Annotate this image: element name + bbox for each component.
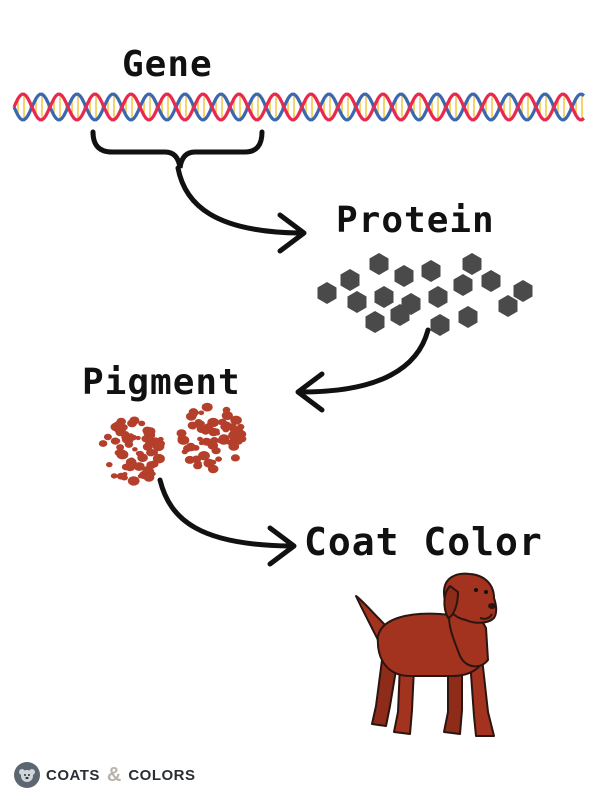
pigment-granule — [149, 460, 159, 468]
pigment-granule — [106, 462, 113, 468]
pigment-granule — [138, 420, 146, 427]
pigment-granule — [215, 431, 221, 436]
pigment-granule — [141, 435, 151, 443]
protein-molecule — [390, 304, 410, 326]
pigment-granule — [121, 434, 127, 440]
protein-molecule — [513, 280, 533, 302]
pigment-granule — [115, 429, 125, 437]
dog-icon — [355, 572, 498, 737]
protein-molecule — [347, 291, 367, 313]
brand-name-left: COATS — [46, 766, 100, 784]
pigment-granule — [195, 460, 202, 466]
pigment-granule — [142, 426, 153, 435]
protein-molecule — [394, 265, 414, 287]
protein-molecule — [462, 253, 482, 275]
pigment-granule — [124, 440, 134, 448]
pigment-granule — [152, 441, 165, 452]
pigment-granule — [203, 458, 215, 468]
pigment-granule — [226, 439, 234, 446]
pigment-granule — [211, 447, 221, 455]
pigment-granule — [230, 415, 242, 425]
pigment-granule — [235, 434, 246, 442]
pigment-granule — [116, 449, 129, 460]
arrow-pigment-to-coat — [157, 477, 293, 549]
pigment-granule — [177, 435, 190, 445]
pigment-granule — [126, 433, 135, 440]
pigment-granule — [124, 462, 136, 472]
protein-molecule — [430, 314, 450, 336]
pigment-granule — [152, 437, 159, 443]
pigment-label: Pigment — [82, 362, 241, 403]
brand-ampersand: & — [106, 763, 122, 786]
pigment-granule — [143, 473, 155, 482]
pigment-granule — [110, 473, 118, 479]
pigment-granule — [133, 462, 145, 471]
pigment-granule — [181, 449, 188, 455]
arrow-gene-to-protein — [175, 165, 303, 236]
protein-cluster-icon — [317, 253, 533, 336]
pigment-granule — [186, 443, 197, 452]
pigment-granule — [222, 406, 231, 413]
gene-bracket — [90, 129, 265, 169]
pigment-granule — [176, 429, 187, 438]
dna-helix-icon — [12, 92, 585, 122]
protein-molecule — [340, 269, 360, 291]
pigment-granule — [187, 421, 198, 430]
pigment-granule — [184, 455, 195, 464]
pigment-granule — [116, 472, 126, 480]
pigment-granule — [215, 456, 223, 462]
pigment-granule — [103, 433, 112, 441]
dna-strand-red — [12, 92, 585, 122]
protein-molecule — [369, 253, 389, 275]
pigment-granule — [201, 427, 211, 435]
pigment-granule — [225, 413, 233, 420]
pigment-granule — [220, 423, 229, 431]
pigment-granule — [201, 402, 213, 412]
coat-color-label: Coat Color — [304, 520, 543, 564]
pigment-granule — [201, 437, 212, 446]
arrow-protein-to-pigment — [299, 327, 431, 395]
pigment-granule — [132, 447, 138, 452]
pigment-granule — [197, 436, 203, 442]
pigment-granule — [127, 476, 140, 486]
protein-molecule — [481, 270, 501, 292]
pigment-granule — [113, 421, 125, 430]
protein-molecule — [498, 295, 518, 317]
pigment-granule — [221, 434, 230, 442]
pigment-granule — [197, 420, 205, 427]
pigment-granule — [230, 454, 240, 462]
pigment-granules-icon — [98, 402, 247, 486]
protein-label: Protein — [336, 200, 495, 241]
pigment-granule — [157, 436, 164, 442]
coats-and-colors-logo-icon — [14, 762, 40, 788]
pigment-granule — [137, 473, 144, 479]
dna-strand-blue — [12, 92, 585, 122]
protein-molecule — [421, 260, 441, 282]
pigment-granule — [127, 419, 137, 428]
pigment-granule — [198, 410, 205, 416]
protein-molecule — [374, 286, 394, 308]
pigment-granule — [98, 440, 108, 447]
pigment-granule — [137, 453, 148, 463]
pigment-granule — [113, 438, 121, 444]
protein-molecule — [453, 274, 473, 296]
brand-name-right: COLORS — [128, 766, 196, 784]
pigment-granule — [227, 423, 237, 431]
protein-molecule — [458, 306, 478, 328]
protein-molecule — [317, 282, 337, 304]
pigment-granule — [146, 448, 156, 457]
pigment-granule — [116, 444, 125, 451]
brand-footer: COATS & COLORS — [14, 760, 196, 790]
pigment-granule — [189, 412, 197, 419]
protein-molecule — [365, 311, 385, 333]
gene-label: Gene — [122, 44, 213, 85]
protein-molecule — [428, 286, 448, 308]
pigment-granule — [198, 451, 210, 461]
